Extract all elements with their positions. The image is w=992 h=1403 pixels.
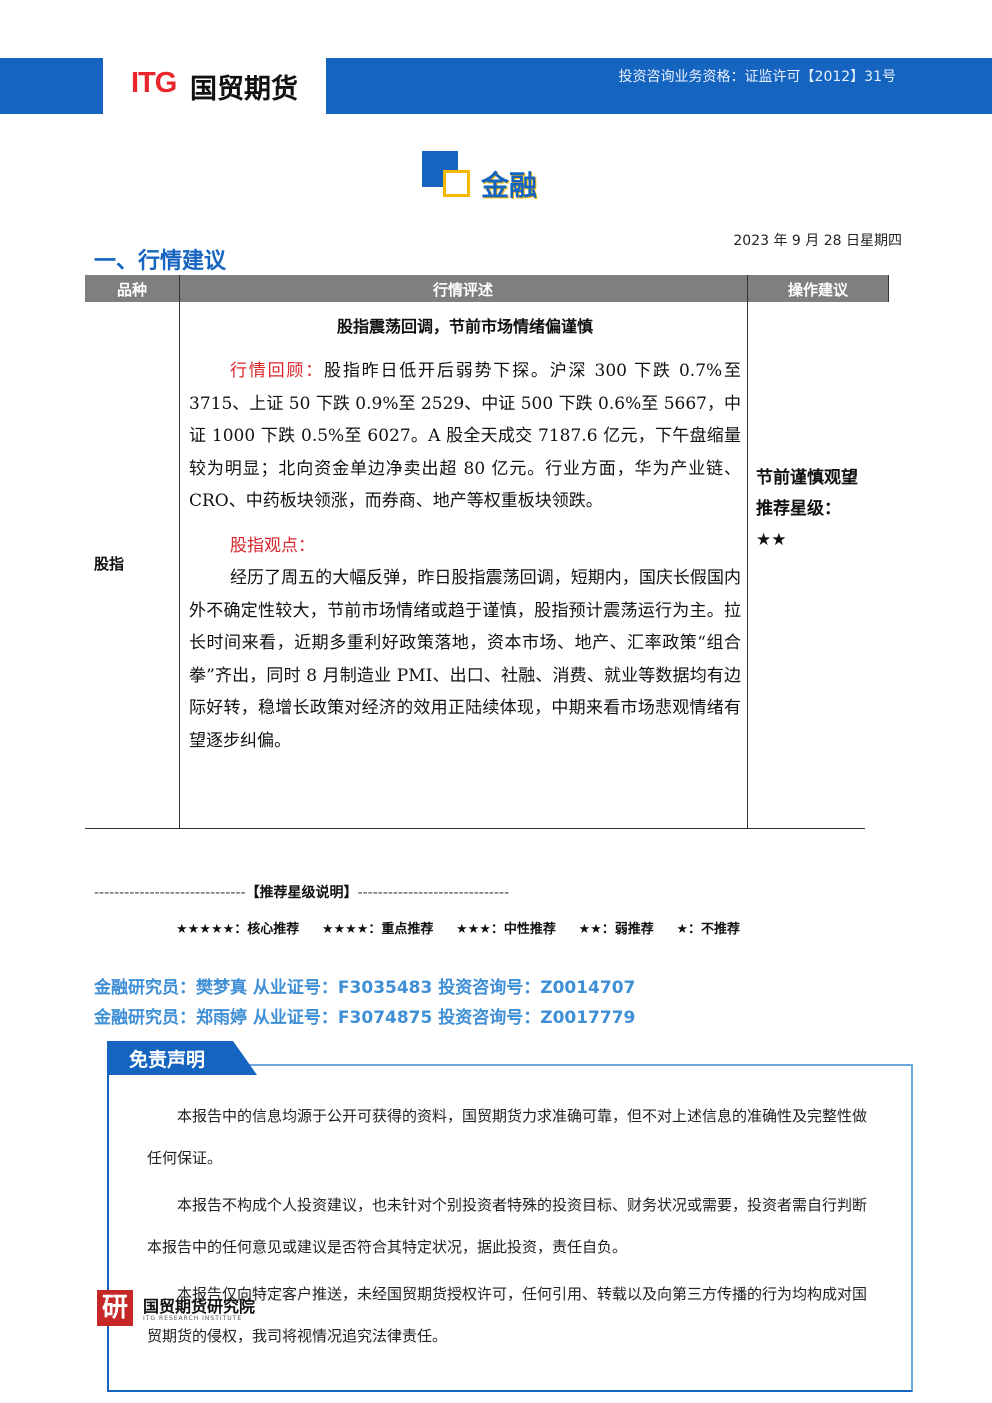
disclaimer-tab: 免责声明 — [107, 1041, 257, 1075]
researcher-2: 金融研究员：郑雨婷 从业证号：F3074875 投资咨询号：Z0017779 — [94, 1008, 636, 1028]
license-text: 投资咨询业务资格：证监许可【2012】31号 — [618, 69, 896, 85]
legend-item: ★★★★★：核心推荐 — [176, 922, 300, 937]
rating-label: 推荐星级： — [756, 499, 841, 519]
view-label-line: 股指观点： — [189, 530, 741, 563]
logo-latin: ITG — [131, 67, 177, 99]
advice-text: 节前谨慎观望 — [756, 468, 858, 488]
table-header: 品种 行情评述 操作建议 — [85, 275, 889, 302]
view-label: 股指观点： — [230, 535, 315, 556]
report-date: 2023 年 9 月 28 日星期四 — [733, 233, 902, 249]
section-square-icon — [422, 151, 470, 199]
disclaimer-paragraph: 本报告中的信息均源于公开可获得的资料，国贸期货力求准确可靠，但不对上述信息的准确… — [147, 1107, 868, 1167]
star-legend: ★★★★★：核心推荐 ★★★★：重点推荐 ★★★：中性推荐 ★★：弱推荐 ★：不… — [176, 918, 758, 937]
disclaimer-paragraph: 本报告不构成个人投资建议，也未针对个别投资者特殊的投资目标、财务状况或需要，投资… — [147, 1196, 868, 1256]
logo-chinese: 国贸期货 — [190, 74, 298, 105]
review-paragraph: 行情回顾：股指昨日低开后弱势下探。沪深 300 下跌 0.7%至 3715、上证… — [189, 355, 741, 518]
product-cell: 股指 — [94, 555, 125, 573]
research-institute-name-en: ITG RESEARCH INSTITUTE — [143, 1315, 243, 1322]
header-advice: 操作建议 — [787, 281, 848, 299]
advice-cell: 节前谨慎观望 推荐星级： ★★ — [756, 463, 876, 556]
section-title: 金融 — [481, 169, 538, 202]
review-text: 股指昨日低开后弱势下探。沪深 300 下跌 0.7%至 3715、上证 50 下… — [189, 361, 741, 511]
header-product: 品种 — [116, 281, 147, 299]
legend-item: ★★：弱推荐 — [578, 922, 654, 937]
disclaimer-box — [107, 1064, 913, 1392]
research-institute-name: 国贸期货研究院 — [143, 1297, 256, 1316]
legend-item: ★★★★：重点推荐 — [321, 922, 434, 937]
review-label: 行情回顾： — [230, 361, 325, 381]
star-legend-title: 【推荐星级说明】 — [245, 885, 358, 901]
research-institute-logo: 研 — [97, 1290, 133, 1326]
page-heading: 一、行情建议 — [94, 249, 227, 274]
company-logo: ITG 国贸期货 — [103, 58, 326, 114]
rating-stars: ★★ — [756, 530, 787, 550]
researcher-1: 金融研究员：樊梦真 从业证号：F3035483 投资咨询号：Z0014707 — [94, 978, 636, 998]
star-legend-separator: ------------------------------【推荐星级说明】--… — [94, 885, 510, 901]
legend-item: ★★★：中性推荐 — [455, 922, 556, 937]
review-cell: 股指震荡回调，节前市场情绪偏谨慎 行情回顾：股指昨日低开后弱势下探。沪深 300… — [189, 313, 741, 757]
disclaimer-title: 免责声明 — [129, 1049, 206, 1071]
review-title: 股指震荡回调，节前市场情绪偏谨慎 — [336, 317, 593, 336]
view-text: 经历了周五的大幅反弹，昨日股指震荡回调，短期内，国庆长假国内外不确定性较大，节前… — [189, 568, 741, 751]
legend-item: ★：不推荐 — [676, 922, 740, 937]
disclaimer-paragraph: 本报告仅向特定客户推送，未经国贸期货授权许可，任何引用、转载以及向第三方传播的行… — [147, 1285, 868, 1345]
header-review: 行情评述 — [432, 281, 493, 299]
